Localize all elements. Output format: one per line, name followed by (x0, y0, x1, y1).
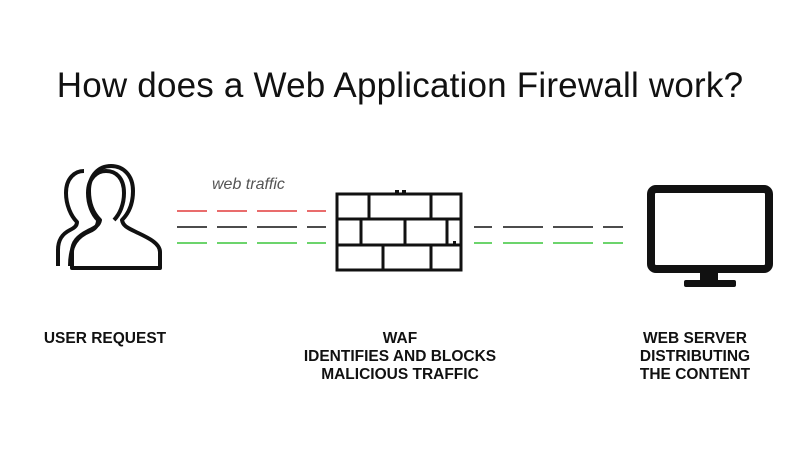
caption-line: WEB SERVER (643, 330, 747, 347)
firewall-brick-wall-icon (335, 192, 463, 272)
firewall-gap-marks (395, 190, 456, 244)
waf-caption: WAF IDENTIFIES AND BLOCKS MALICIOUS TRAF… (280, 330, 520, 384)
filtered-traffic-lines (474, 226, 623, 244)
incoming-traffic-lines (177, 210, 326, 244)
caption-line: USER REQUEST (43, 330, 167, 347)
web-server-caption: WEB SERVER DISTRIBUTING THE CONTENT (610, 330, 780, 384)
caption-line: WAF (382, 330, 418, 347)
caption-line: IDENTIFIES AND BLOCKS (303, 348, 497, 365)
user-request-caption: USER REQUEST (20, 330, 190, 348)
caption-line: MALICIOUS TRAFFIC (321, 366, 479, 383)
caption-line: DISTRIBUTING (639, 348, 751, 365)
monitor-icon (647, 185, 773, 287)
web-traffic-label: web traffic (212, 176, 285, 193)
diagram-title: How does a Web Application Firewall work… (56, 66, 744, 105)
caption-line: THE CONTENT (639, 366, 751, 383)
users-icon (56, 164, 162, 270)
